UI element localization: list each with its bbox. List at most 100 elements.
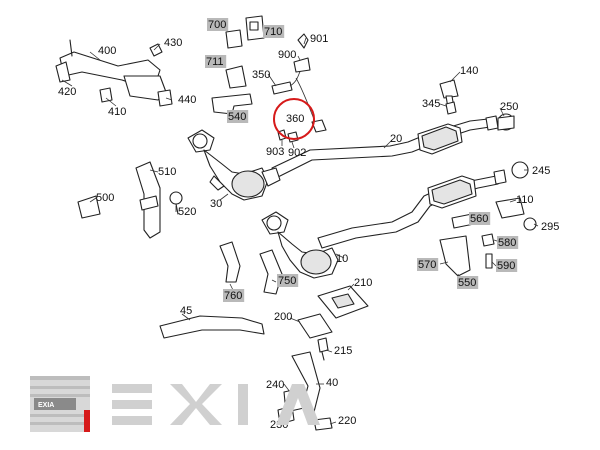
bracket-570[interactable]	[439, 235, 471, 277]
callout-570[interactable]: 570	[417, 258, 439, 271]
callout-215[interactable]: 215	[334, 345, 352, 357]
callout-text: 240	[266, 379, 284, 391]
leader-lines	[61, 37, 539, 425]
callout-410[interactable]: 410	[108, 106, 126, 118]
callout-540[interactable]: 540	[227, 110, 249, 123]
bolt-520[interactable]	[169, 191, 183, 215]
callout-text: 710	[264, 26, 282, 38]
catalytic-converter-30[interactable]	[187, 129, 281, 201]
bracket-510[interactable]	[135, 161, 161, 239]
clamp-250[interactable]	[497, 113, 515, 131]
exia-watermark	[112, 384, 320, 425]
nut-580[interactable]	[481, 233, 495, 247]
callout-box	[277, 274, 299, 287]
callout-45[interactable]: 45	[180, 305, 192, 317]
oxygen-sensor-350[interactable]	[271, 65, 305, 95]
callout-760[interactable]: 760	[223, 289, 245, 302]
callout-250[interactable]: 250	[500, 101, 518, 113]
callout-text: 220	[338, 415, 356, 427]
callout-box	[263, 25, 285, 38]
exhaust-pipe-20[interactable]	[271, 115, 499, 179]
callout-440[interactable]: 440	[178, 94, 196, 106]
callout-text: 900	[278, 49, 296, 61]
callout-text: 500	[96, 192, 114, 204]
bracket-210[interactable]	[317, 285, 369, 319]
exia-logo: EXIA	[30, 376, 90, 432]
connector-901[interactable]	[297, 33, 309, 49]
callout-550[interactable]: 550	[457, 276, 479, 289]
callout-295[interactable]: 295	[541, 221, 559, 233]
bracket-700[interactable]	[225, 29, 243, 49]
callout-420[interactable]: 420	[58, 86, 76, 98]
callout-900[interactable]: 900	[278, 49, 296, 61]
callout-220[interactable]: 220	[338, 415, 356, 427]
bolt-215[interactable]	[317, 337, 329, 361]
logo-badge-text: EXIA	[38, 402, 54, 409]
callout-text: 520	[178, 206, 196, 218]
callout-903[interactable]: 903	[266, 146, 284, 158]
callout-430[interactable]: 430	[164, 37, 182, 49]
callout-560[interactable]: 560	[469, 212, 491, 225]
callout-box	[207, 18, 229, 31]
bracket-711[interactable]	[225, 65, 247, 89]
bracket-200[interactable]	[297, 313, 333, 339]
callout-580[interactable]: 580	[497, 236, 519, 249]
callout-902[interactable]: 902	[288, 147, 306, 159]
callout-40[interactable]: 40	[326, 377, 338, 389]
callout-345[interactable]: 345	[422, 98, 440, 110]
clip-902[interactable]	[287, 131, 299, 143]
bracket-110[interactable]	[495, 197, 525, 219]
bracket-45[interactable]	[159, 315, 265, 339]
callout-140[interactable]: 140	[460, 65, 478, 77]
callout-box	[497, 236, 519, 249]
callout-360[interactable]: 360	[286, 113, 304, 125]
bolt-220[interactable]	[313, 417, 333, 431]
callout-711[interactable]: 711	[205, 55, 227, 68]
callout-200[interactable]: 200	[274, 311, 292, 323]
heat-shield-540[interactable]	[211, 93, 253, 115]
callout-245[interactable]: 245	[532, 165, 550, 177]
callout-text: 110	[516, 194, 534, 206]
callout-590[interactable]: 590	[496, 259, 518, 272]
callout-110[interactable]: 110	[516, 194, 534, 206]
callout-text: 700	[208, 19, 226, 31]
callout-text: 580	[498, 237, 516, 249]
callout-text: 410	[108, 106, 126, 118]
bolt-590[interactable]	[485, 253, 493, 269]
callout-30[interactable]: 30	[210, 198, 222, 210]
callout-box	[223, 289, 245, 302]
catalytic-converter-lower[interactable]	[261, 211, 339, 279]
bolt-345[interactable]	[445, 101, 457, 115]
callout-text: 45	[180, 305, 192, 317]
callout-700[interactable]: 700	[207, 18, 229, 31]
callout-510[interactable]: 510	[158, 166, 176, 178]
callout-box	[227, 110, 249, 123]
bracket-760[interactable]	[219, 241, 241, 283]
callout-10[interactable]: 10	[336, 253, 348, 265]
callout-text: 10	[336, 253, 348, 265]
callout-text: 245	[532, 165, 550, 177]
callout-text: 40	[326, 377, 338, 389]
callout-350[interactable]: 350	[252, 69, 270, 81]
callout-240[interactable]: 240	[266, 379, 284, 391]
bracket-750[interactable]	[259, 249, 283, 295]
callout-text: 430	[164, 37, 182, 49]
callout-text: 295	[541, 221, 559, 233]
callout-500[interactable]: 500	[96, 192, 114, 204]
connector-900[interactable]	[293, 57, 311, 73]
exhaust-pipe-10[interactable]	[317, 169, 507, 249]
callout-210[interactable]: 210	[354, 277, 372, 289]
callout-901[interactable]: 901	[310, 33, 328, 45]
callout-520[interactable]: 520	[178, 206, 196, 218]
ring-295[interactable]	[523, 217, 537, 231]
callout-400[interactable]: 400	[98, 45, 116, 57]
rubber-mount-500[interactable]	[77, 195, 101, 219]
callout-710[interactable]: 710	[263, 25, 285, 38]
callout-text: 540	[228, 111, 246, 123]
bracket-group-400[interactable]	[55, 39, 173, 107]
callout-box	[417, 258, 439, 271]
callout-20[interactable]: 20	[390, 133, 402, 145]
callout-text: 903	[266, 146, 284, 158]
bracket-710[interactable]	[245, 15, 265, 41]
callout-750[interactable]: 750	[277, 274, 299, 287]
